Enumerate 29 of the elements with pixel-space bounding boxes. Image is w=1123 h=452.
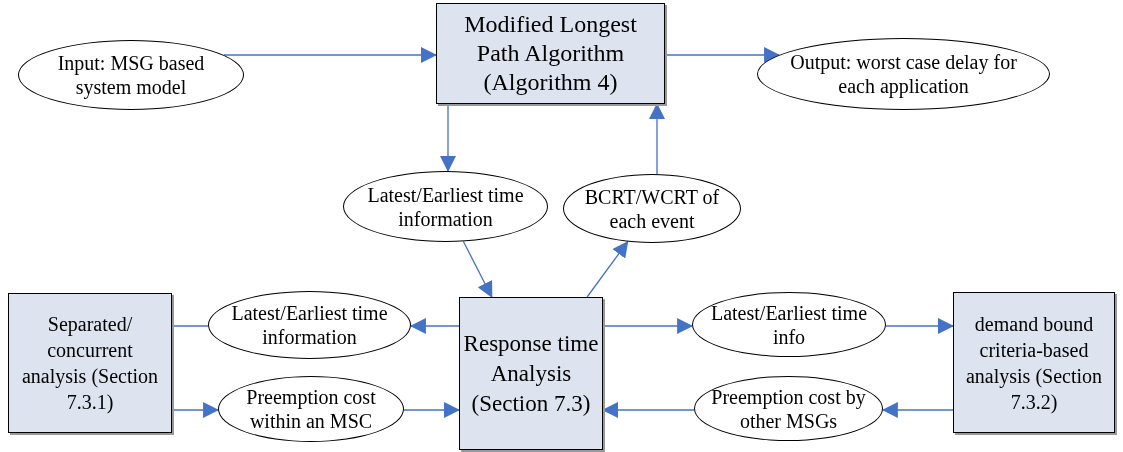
process-box: [436, 3, 665, 104]
arrow: [649, 103, 665, 175]
process-box: [953, 292, 1115, 433]
node-label: Input: MSG based system model: [56, 51, 206, 99]
node-label: Response time Analysis (Section 7.3): [462, 329, 600, 418]
arrow: [885, 318, 954, 334]
arrow: [223, 47, 437, 63]
node-label: Latest/Earliest time info: [709, 300, 869, 349]
node-label: Latest/Earliest time information: [230, 301, 389, 349]
arrow: [664, 47, 781, 63]
arrow: [602, 402, 695, 418]
connector-line: [171, 325, 209, 327]
node-label: Modified Longest Path Algorithm (Algorithm 4): [463, 10, 638, 97]
node-label: Latest/Earliest time information: [366, 182, 525, 231]
node-label: BCRT/WCRT of each event: [583, 184, 721, 233]
process-box: [8, 293, 172, 433]
arrow: [602, 318, 694, 334]
node-label: Output: worst case delay for each application: [789, 50, 1018, 98]
arrow: [462, 240, 493, 298]
node-label: Preemption cost by other MSGs: [710, 384, 867, 433]
arrow: [409, 318, 460, 334]
arrow: [440, 103, 456, 172]
node-label: Preemption cost within an MSC: [245, 385, 377, 433]
arrow: [881, 402, 954, 418]
node-label: demand bound criteria-based analysis (Section 7.3.2): [964, 311, 1104, 415]
arrow: [403, 402, 460, 418]
node-label: Separated/ concurrent analysis (Section 7.3.1): [20, 312, 160, 415]
process-box: [459, 297, 603, 450]
arrow: [171, 402, 220, 418]
